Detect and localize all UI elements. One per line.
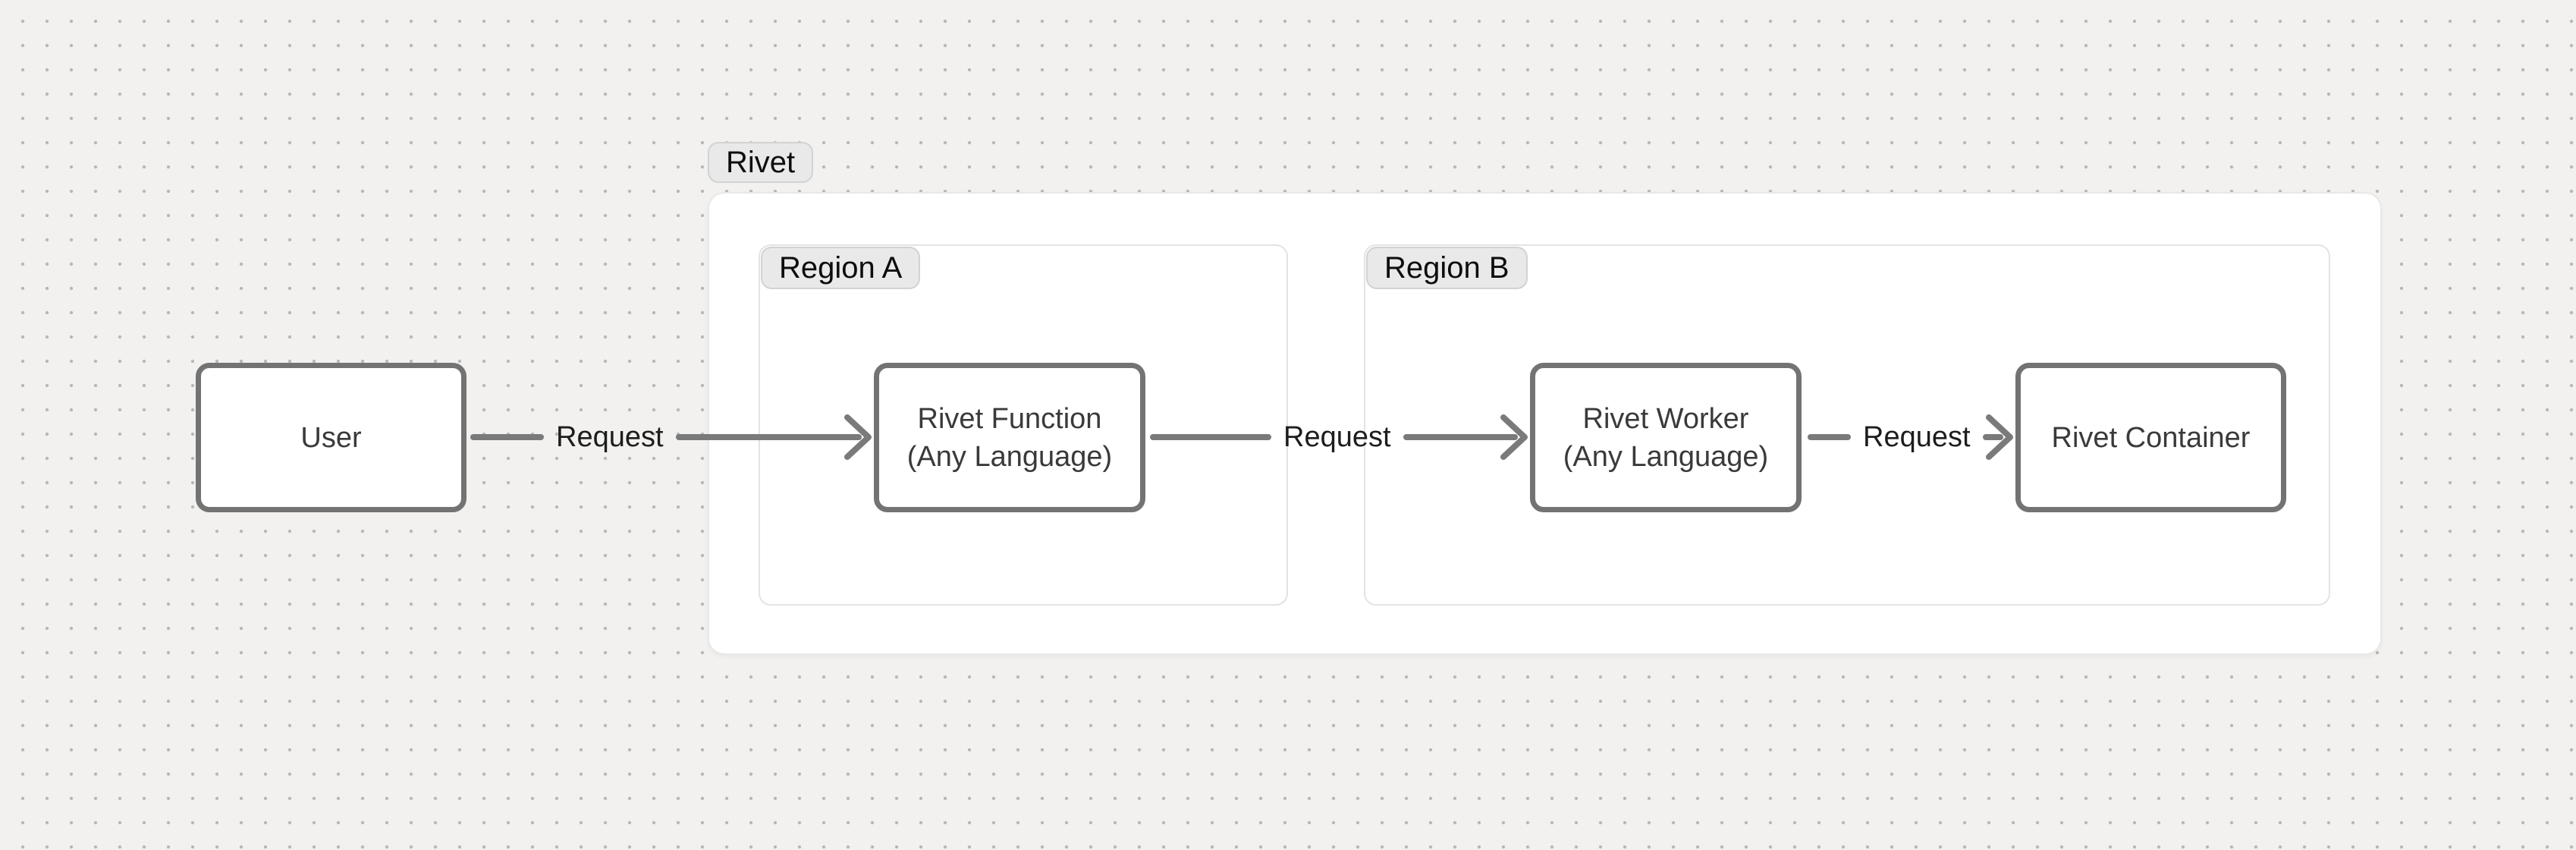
node-rivet-container: Rivet Container	[2015, 363, 2286, 512]
group-badge-rivet: Rivet	[708, 142, 814, 183]
edge-line	[1150, 434, 1271, 440]
edge-line	[1808, 434, 1851, 440]
edge-label: Request	[1283, 420, 1391, 453]
node-label-line-2: (Any Language)	[906, 440, 1113, 473]
edge-line	[1403, 434, 1518, 440]
arrowhead-icon	[1986, 414, 2013, 460]
node-label: User	[300, 421, 362, 454]
edge-line	[470, 434, 544, 440]
node-label-line-2: (Any Language)	[1563, 440, 1769, 473]
region-a-badge: Region A	[761, 247, 921, 289]
node-user: User	[196, 363, 467, 512]
edge-label: Request	[1863, 420, 1971, 453]
arrowhead-icon	[1500, 414, 1528, 460]
edge-worker-to-container: Request	[1808, 412, 2015, 462]
edge-label: Request	[556, 420, 664, 453]
edge-line	[675, 434, 862, 440]
region-b-badge: Region B	[1366, 247, 1528, 289]
node-rivet-worker: Rivet Worker (Any Language)	[1530, 363, 1802, 512]
region-b-box: Region B	[1364, 244, 2330, 606]
arrowhead-icon	[844, 414, 872, 460]
edge-function-to-worker: Request	[1150, 412, 1530, 462]
node-label-line-1: Rivet Function	[917, 402, 1102, 435]
edge-line	[1982, 434, 2003, 440]
edge-user-to-function: Request	[470, 412, 874, 462]
node-label-line-1: Rivet Worker	[1582, 402, 1749, 435]
node-label: Rivet Container	[2051, 421, 2251, 454]
node-rivet-function: Rivet Function (Any Language)	[874, 363, 1145, 512]
